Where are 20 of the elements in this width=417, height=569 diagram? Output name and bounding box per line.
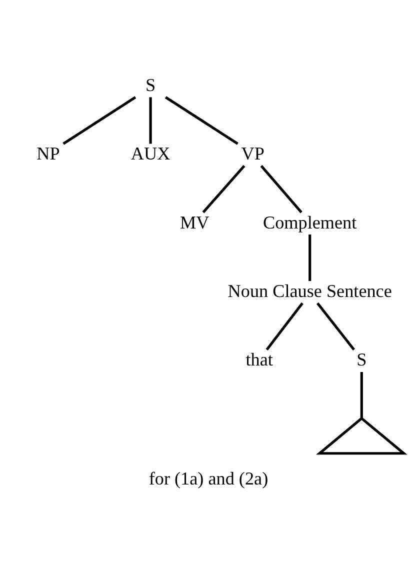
- connector: [164, 96, 238, 144]
- node-text: Complement: [263, 212, 357, 232]
- connector: [266, 302, 304, 350]
- node-text: NP: [36, 143, 60, 164]
- node-text: MV: [180, 212, 210, 232]
- connector: [316, 302, 355, 350]
- connector: [308, 234, 312, 281]
- connector: [260, 164, 302, 213]
- connector: [149, 96, 152, 144]
- node-text: AUX: [130, 143, 170, 164]
- node-text: that: [246, 349, 273, 370]
- connector: [62, 96, 136, 144]
- caption: for (1a) and (2a): [148, 468, 268, 488]
- node-text: S: [356, 349, 367, 370]
- node-triangle: [316, 416, 408, 454]
- node-text: VP: [241, 143, 264, 164]
- node-text: S: [145, 74, 156, 94]
- connector: [202, 164, 246, 213]
- connector: [360, 371, 363, 418]
- node-text: Noun Clause Sentence: [228, 280, 392, 300]
